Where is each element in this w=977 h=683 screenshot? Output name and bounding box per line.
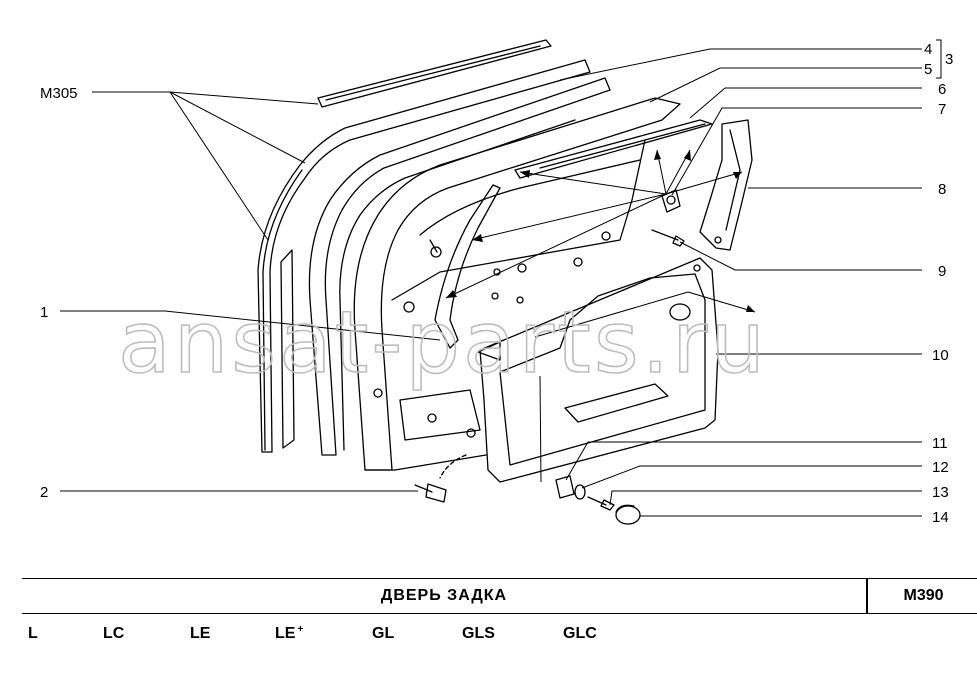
trim-versions-row: L LC LE LE+ GL GLS GLC bbox=[0, 624, 977, 655]
version-glc: GLC bbox=[563, 625, 597, 642]
label-m305: M305 bbox=[40, 85, 78, 102]
label-6: 6 bbox=[938, 81, 946, 98]
version-gl: GL bbox=[372, 625, 395, 642]
label-14: 14 bbox=[932, 509, 949, 526]
label-8: 8 bbox=[938, 181, 946, 198]
part-11-clip bbox=[555, 475, 575, 499]
door-frame-shell bbox=[353, 97, 681, 471]
version-le-plus-sign: + bbox=[297, 624, 304, 635]
part-6-window-channel bbox=[514, 119, 713, 179]
version-le-plus: LE+ bbox=[275, 624, 304, 643]
label-4: 4 bbox=[924, 41, 932, 58]
part-10-door-trim-panel bbox=[477, 257, 719, 483]
part-9-screw bbox=[651, 229, 685, 247]
label-13: 13 bbox=[932, 484, 949, 501]
label-12: 12 bbox=[932, 459, 949, 476]
part-5-door-seal-frame bbox=[308, 77, 611, 456]
part-12-washer bbox=[574, 484, 586, 500]
part-4-upper-seal bbox=[317, 39, 552, 108]
diagram-title: ДВЕРЬ ЗАДКА bbox=[380, 587, 508, 604]
diagram-code: M390 bbox=[866, 579, 977, 613]
watermark-text: ansat-parts.ru bbox=[118, 293, 768, 393]
part-1-pillar-trim bbox=[434, 184, 501, 349]
version-le-plus-label: LE bbox=[275, 625, 296, 642]
label-10: 10 bbox=[932, 347, 949, 364]
leader-arrowheads bbox=[446, 150, 755, 312]
version-le: LE bbox=[190, 625, 211, 642]
label-1: 1 bbox=[40, 304, 48, 321]
label-3: 3 bbox=[945, 51, 953, 68]
part-8-side-trim bbox=[699, 119, 753, 251]
label-5: 5 bbox=[924, 61, 932, 78]
part-14-plug bbox=[615, 504, 641, 525]
version-gls: GLS bbox=[462, 625, 495, 642]
seal-m305-outer bbox=[257, 59, 591, 453]
label-11: 11 bbox=[932, 435, 948, 452]
version-l: L bbox=[28, 625, 38, 642]
title-bar: ДВЕРЬ ЗАДКА M390 bbox=[22, 578, 977, 614]
label-9: 9 bbox=[938, 263, 946, 280]
leader-lines bbox=[60, 39, 942, 517]
label-2: 2 bbox=[40, 484, 48, 501]
version-lc: LC bbox=[103, 625, 125, 642]
label-7: 7 bbox=[938, 101, 946, 118]
part-2-bolt bbox=[414, 454, 467, 503]
